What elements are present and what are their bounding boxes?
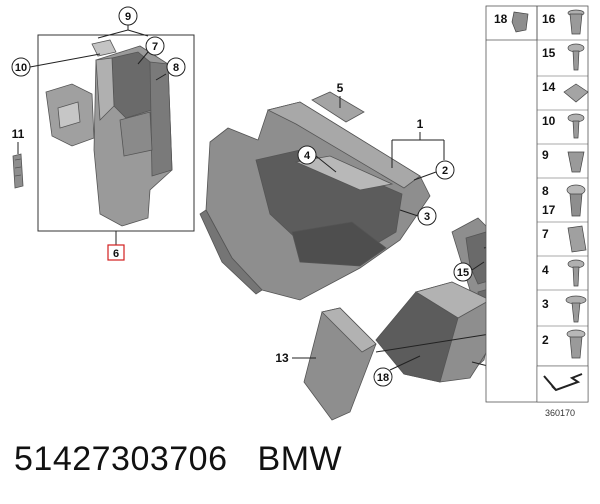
leader-lines (17, 16, 507, 371)
svg-text:15: 15 (457, 267, 469, 279)
svg-text:8: 8 (542, 184, 549, 198)
spring-nut-icon (563, 83, 589, 103)
callout-5: 5 (337, 81, 344, 95)
svg-text:8: 8 (173, 62, 179, 74)
screw-icon (567, 259, 585, 287)
expanding-rivet-icon (567, 9, 585, 35)
screw-icon (565, 295, 587, 323)
svg-text:3: 3 (424, 211, 430, 223)
svg-text:16: 16 (542, 12, 556, 26)
part-5-panel (311, 91, 365, 123)
legend-item-9: 9 (542, 148, 585, 173)
part-side-trim (45, 83, 95, 147)
legend-item-10: 10 (542, 113, 585, 139)
svg-text:4: 4 (542, 263, 549, 277)
exploded-parts-diagram: 9 10 7 8 11 5 1 4 2 (11, 5, 589, 421)
callout-10: 10 (11, 57, 31, 77)
legend-item-8: 8 (542, 184, 586, 217)
svg-text:11: 11 (12, 127, 25, 141)
clip-icon (566, 184, 586, 217)
brand-name: BMW (257, 440, 343, 478)
svg-text:2: 2 (542, 333, 549, 347)
part-lower-storage-box (375, 281, 491, 383)
callout-7: 7 (145, 36, 165, 56)
svg-text:6: 6 (113, 248, 119, 260)
svg-text:15: 15 (542, 46, 556, 60)
callout-3: 3 (417, 206, 437, 226)
svg-text:17: 17 (542, 203, 556, 217)
svg-text:1: 1 (417, 117, 424, 131)
svg-text:7: 7 (542, 227, 549, 241)
svg-text:18: 18 (377, 372, 389, 384)
callout-13: 13 (275, 351, 289, 365)
svg-text:7: 7 (152, 41, 158, 53)
svg-text:10: 10 (542, 114, 556, 128)
callout-2: 2 (435, 160, 455, 180)
svg-text:9: 9 (125, 11, 131, 23)
screw-icon (567, 113, 585, 139)
legend-item-4: 4 (542, 259, 585, 287)
legend-item-16: 16 (542, 9, 585, 35)
legend-item-3: 3 (542, 295, 587, 323)
group-label-6: 6 (107, 244, 125, 261)
svg-text:5: 5 (337, 81, 344, 95)
legend-item-17: 17 (542, 203, 556, 217)
legend-item-7: 7 (542, 225, 587, 253)
legend-item-18: 18 (494, 11, 529, 33)
plastic-rivet-icon (567, 151, 585, 173)
legend-item-2: 2 (542, 329, 586, 359)
footer-caption: 51427303706 BMW (14, 440, 342, 479)
legend-item-14: 14 (542, 80, 589, 103)
callout-1: 1 (417, 117, 424, 131)
svg-text:10: 10 (15, 62, 27, 74)
svg-text:18: 18 (494, 12, 508, 26)
svg-text:14: 14 (542, 80, 556, 94)
callout-9: 9 (118, 6, 138, 26)
svg-text:3: 3 (542, 297, 549, 311)
callout-8: 8 (166, 57, 186, 77)
callout-18: 18 (373, 367, 393, 387)
diagram-reference-code: 360170 (545, 408, 575, 418)
part-number: 51427303706 (14, 440, 228, 478)
part-1-rear-side-trim (199, 101, 431, 301)
clip-icon (511, 11, 529, 33)
clip-icon (566, 329, 586, 359)
direction-arrow-icon (536, 365, 589, 403)
fastener-legend: 18 16 15 14 (485, 5, 589, 418)
callout-4: 4 (297, 145, 317, 165)
part-11-clip (12, 153, 24, 189)
svg-text:2: 2 (442, 165, 448, 177)
callout-11: 11 (12, 127, 25, 141)
metal-clip-icon (567, 225, 587, 253)
svg-text:4: 4 (304, 150, 311, 162)
screw-icon (567, 43, 585, 71)
part-console-rear-panel (91, 39, 173, 227)
part-13-cover (303, 307, 377, 421)
svg-text:9: 9 (542, 148, 549, 162)
callout-15: 15 (453, 262, 473, 282)
legend-item-15: 15 (542, 43, 585, 71)
svg-text:13: 13 (275, 351, 289, 365)
